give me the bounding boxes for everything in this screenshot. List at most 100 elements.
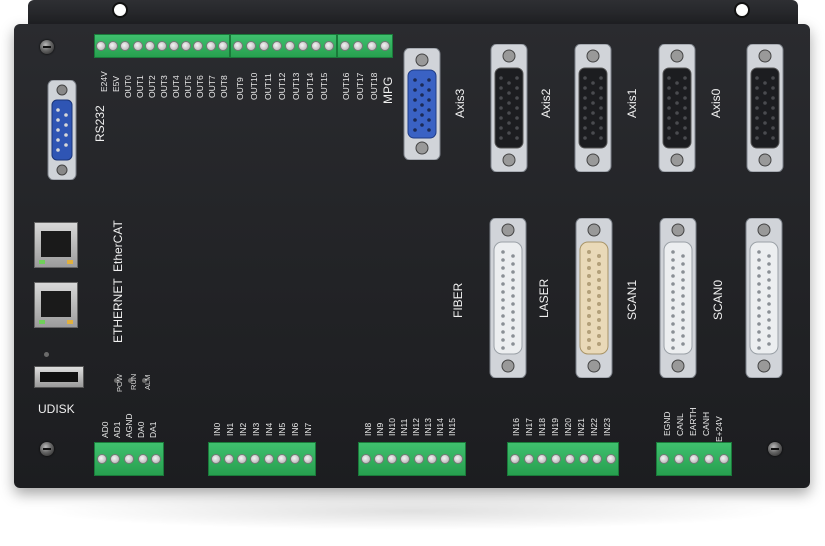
label-out4: OUT4 xyxy=(171,75,181,98)
screw-top-left xyxy=(40,40,54,54)
led-pow xyxy=(114,378,119,383)
label-in16: IN16 xyxy=(511,418,521,436)
scan0-connector[interactable] xyxy=(742,218,786,378)
label-in9: IN9 xyxy=(375,422,385,436)
label-out5: OUT5 xyxy=(183,75,193,98)
rs232-connector[interactable] xyxy=(42,80,82,180)
udisk-usb-port[interactable] xyxy=(34,366,84,388)
label-in22: IN22 xyxy=(589,418,599,436)
label-in3: IN3 xyxy=(251,422,261,436)
label-out3: OUT3 xyxy=(159,75,169,98)
label-out18: OUT18 xyxy=(369,72,379,100)
label-canl: CANL xyxy=(675,413,685,436)
label-scan0: SCAN0 xyxy=(711,279,725,320)
label-in7: IN7 xyxy=(303,422,313,436)
screw-bottom-left xyxy=(40,442,54,456)
label-alm: ALM xyxy=(143,374,152,390)
label-out10: OUT10 xyxy=(249,72,259,100)
label-egnd: EGND xyxy=(662,411,672,436)
label-in12: IN12 xyxy=(411,418,421,436)
ethercat-port[interactable] xyxy=(34,222,78,268)
input-terminal-block-2[interactable] xyxy=(358,442,466,476)
led-indicator-dot xyxy=(44,352,49,357)
label-in5: IN5 xyxy=(277,422,287,436)
label-pow: POW xyxy=(115,374,124,392)
label-udisk: UDISK xyxy=(38,402,75,416)
led-run xyxy=(128,378,133,383)
output-terminal-block-2[interactable] xyxy=(230,34,337,58)
input-terminal-block-1[interactable] xyxy=(208,442,316,476)
label-da0: DA0 xyxy=(136,421,146,438)
mount-hole-top-right xyxy=(734,2,750,18)
label-out7: OUT7 xyxy=(207,75,217,98)
label-in21: IN21 xyxy=(576,418,586,436)
analog-terminal-block[interactable] xyxy=(94,442,164,476)
label-in14: IN14 xyxy=(435,418,445,436)
label-out2: OUT2 xyxy=(147,75,157,98)
label-out1: OUT1 xyxy=(135,75,145,98)
label-out15: OUT15 xyxy=(319,72,329,100)
axis2-connector[interactable] xyxy=(487,44,531,172)
label-axis3: Axis3 xyxy=(453,88,467,118)
label-out14: OUT14 xyxy=(305,72,315,100)
label-axis1: Axis1 xyxy=(625,88,639,118)
label-run: RUN xyxy=(129,373,138,390)
label-out17: OUT17 xyxy=(355,72,365,100)
can-terminal-block[interactable] xyxy=(656,442,732,476)
axis3-connector[interactable] xyxy=(400,48,444,160)
label-in8: IN8 xyxy=(363,422,373,436)
label-in13: IN13 xyxy=(423,418,433,436)
label-in18: IN18 xyxy=(537,418,547,436)
label-out8: OUT8 xyxy=(219,75,229,98)
label-axis2: Axis2 xyxy=(539,88,553,118)
label-in6: IN6 xyxy=(290,422,300,436)
label-in15: IN15 xyxy=(447,418,457,436)
label-rs232: RS232 xyxy=(93,105,107,142)
label-axis0: Axis0 xyxy=(709,88,723,118)
output-terminal-block-3[interactable] xyxy=(337,34,393,58)
led-alm xyxy=(142,378,147,383)
label-out9: OUT9 xyxy=(235,77,245,100)
label-earth: EARTH xyxy=(688,407,698,436)
axis1-connector[interactable] xyxy=(571,44,615,172)
label-e5v: E5V xyxy=(111,75,121,92)
label-scan1: SCAN1 xyxy=(625,279,639,320)
label-in2: IN2 xyxy=(238,422,248,436)
label-in4: IN4 xyxy=(264,422,274,436)
label-fiber: FIBER xyxy=(451,282,465,318)
label-in1: IN1 xyxy=(225,422,235,436)
output-terminal-block-1[interactable] xyxy=(94,34,230,58)
input-terminal-block-3[interactable] xyxy=(507,442,619,476)
laser-connector[interactable] xyxy=(572,218,616,378)
label-ethercat: EtherCAT xyxy=(111,220,125,272)
screw-bottom-right xyxy=(768,442,782,456)
label-in19: IN19 xyxy=(550,418,560,436)
label-ad0: AD0 xyxy=(100,421,110,438)
label-mpg: MPG xyxy=(381,76,395,104)
label-canh: CANH xyxy=(701,411,711,436)
label-in11: IN11 xyxy=(399,418,409,436)
label-e24v: E24V xyxy=(99,71,109,92)
label-agnd: AGND xyxy=(124,413,134,438)
label-ad1: AD1 xyxy=(112,421,122,438)
label-in23: IN23 xyxy=(602,418,612,436)
label-e24v-can: E+24V xyxy=(714,416,724,442)
label-laser: LASER xyxy=(537,278,551,318)
label-in20: IN20 xyxy=(563,418,573,436)
label-out11: OUT11 xyxy=(263,73,273,100)
label-ethernet: ETHERNET xyxy=(111,278,125,343)
scan1-connector[interactable] xyxy=(656,218,700,378)
ethernet-port[interactable] xyxy=(34,282,78,328)
fiber-connector[interactable] xyxy=(486,218,530,378)
label-out13: OUT13 xyxy=(291,72,301,100)
label-out16: OUT16 xyxy=(341,72,351,100)
drop-shadow xyxy=(40,492,785,530)
mount-hole-top-left xyxy=(112,2,128,18)
label-out0: OUT0 xyxy=(123,75,133,98)
top-mounting-flange xyxy=(28,0,798,28)
axis0-connector-a[interactable] xyxy=(655,44,699,172)
label-in17: IN17 xyxy=(524,418,534,436)
label-out6: OUT6 xyxy=(195,75,205,98)
axis0-connector-b[interactable] xyxy=(743,44,787,172)
label-in0: IN0 xyxy=(212,422,222,436)
